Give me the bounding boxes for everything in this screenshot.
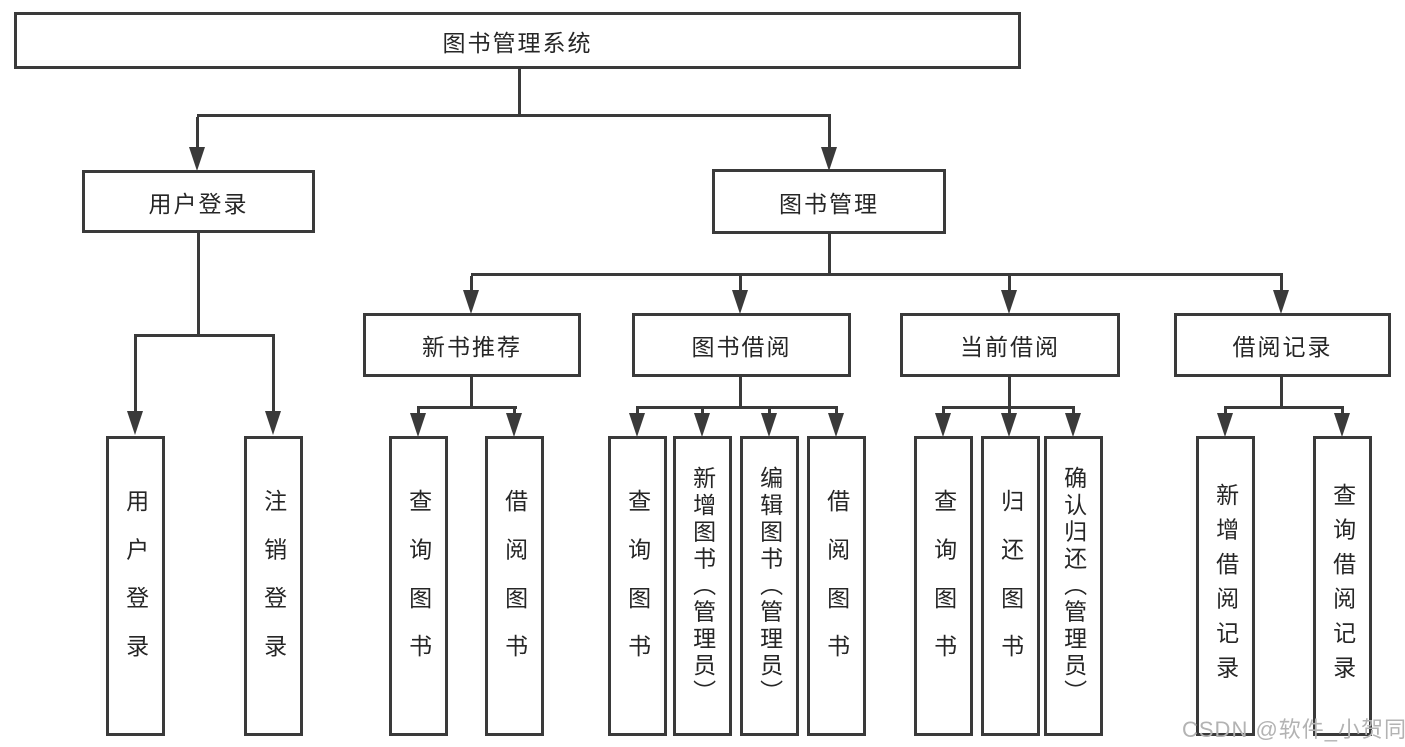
arrowhead-icon — [1334, 413, 1350, 437]
node-current-borrowing: 当前借阅 — [900, 313, 1120, 377]
leaf-logout: 注销登录 — [244, 436, 303, 736]
connector-line — [739, 276, 742, 292]
leaf-label: 借阅图书 — [823, 489, 850, 683]
connector-line — [196, 117, 199, 149]
arrowhead-icon — [828, 413, 844, 437]
connector-line — [197, 114, 831, 117]
leaf-label: 新增借阅记录 — [1212, 482, 1239, 690]
leaf-label: 新增图书（管理员） — [689, 465, 716, 707]
connector-line — [417, 409, 420, 415]
connector-line — [134, 337, 137, 412]
connector-line — [470, 276, 473, 292]
leaf-query-borrow-record: 查询借阅记录 — [1313, 436, 1372, 736]
connector-line — [1280, 276, 1283, 292]
connector-line — [134, 334, 275, 337]
connector-line — [942, 409, 945, 415]
arrowhead-icon — [821, 147, 837, 171]
node-user-login: 用户登录 — [82, 170, 315, 233]
connector-line — [1224, 406, 1344, 409]
arrowhead-icon — [127, 411, 143, 435]
leaf-borrow-books-recommend: 借阅图书 — [485, 436, 544, 736]
leaf-label: 用户登录 — [122, 489, 149, 683]
arrowhead-icon — [1065, 413, 1081, 437]
connector-line — [1008, 377, 1011, 408]
leaf-add-book-admin: 新增图书（管理员） — [673, 436, 732, 736]
node-new-book-recommendation: 新书推荐 — [363, 313, 581, 377]
connector-line — [470, 377, 473, 408]
leaf-label: 注销登录 — [260, 489, 287, 683]
leaf-label: 借阅图书 — [501, 489, 528, 683]
connector-line — [768, 409, 771, 415]
leaf-label: 编辑图书（管理员） — [756, 465, 783, 707]
connector-line — [518, 68, 521, 116]
connector-line — [636, 409, 639, 415]
node-library-management-system: 图书管理系统 — [14, 12, 1021, 69]
arrowhead-icon — [1001, 413, 1017, 437]
arrowhead-icon — [506, 413, 522, 437]
arrowhead-icon — [732, 290, 748, 314]
connector-line — [1008, 276, 1011, 292]
leaf-label: 归还图书 — [997, 489, 1024, 683]
leaf-label: 查询图书 — [624, 489, 651, 683]
leaf-user-login: 用户登录 — [106, 436, 165, 736]
leaf-query-books-current: 查询图书 — [914, 436, 973, 736]
arrowhead-icon — [189, 147, 205, 171]
connector-line — [942, 406, 1075, 409]
arrowhead-icon — [410, 413, 426, 437]
leaf-label: 查询图书 — [405, 489, 432, 683]
node-label: 图书借阅 — [691, 334, 792, 360]
connector-line — [828, 117, 831, 149]
node-label: 新书推荐 — [422, 334, 522, 360]
leaf-label: 确认归还（管理员） — [1060, 465, 1087, 707]
connector-line — [1072, 409, 1075, 415]
connector-line — [197, 233, 200, 336]
node-book-borrowing: 图书借阅 — [632, 313, 851, 377]
arrowhead-icon — [629, 413, 645, 437]
node-borrowing-records: 借阅记录 — [1174, 313, 1391, 377]
leaf-query-books-recommend: 查询图书 — [389, 436, 448, 736]
connector-line — [471, 273, 1283, 276]
connector-line — [739, 377, 742, 408]
connector-line — [701, 409, 704, 415]
arrowhead-icon — [265, 411, 281, 435]
node-label: 图书管理系统 — [442, 29, 593, 56]
node-book-management: 图书管理 — [712, 169, 946, 234]
arrowhead-icon — [1273, 290, 1289, 314]
arrowhead-icon — [761, 413, 777, 437]
arrowhead-icon — [694, 413, 710, 437]
connector-line — [513, 409, 516, 415]
leaf-add-borrow-record: 新增借阅记录 — [1196, 436, 1255, 736]
connector-line — [828, 234, 831, 276]
node-label: 用户登录 — [148, 190, 249, 217]
leaf-edit-book-admin: 编辑图书（管理员） — [740, 436, 799, 736]
leaf-label: 查询图书 — [930, 489, 957, 683]
node-label: 借阅记录 — [1232, 334, 1333, 360]
leaf-label: 查询借阅记录 — [1329, 482, 1356, 690]
arrowhead-icon — [463, 290, 479, 314]
connector-line — [272, 337, 275, 412]
arrowhead-icon — [935, 413, 951, 437]
connector-line — [835, 409, 838, 415]
arrowhead-icon — [1001, 290, 1017, 314]
leaf-confirm-return-admin: 确认归还（管理员） — [1044, 436, 1103, 736]
node-label: 图书管理 — [779, 190, 879, 217]
connector-line — [1280, 377, 1283, 408]
node-label: 当前借阅 — [960, 334, 1060, 360]
connector-line — [1224, 409, 1227, 415]
connector-line — [1341, 409, 1344, 415]
connector-line — [1008, 409, 1011, 415]
connector-line — [636, 406, 838, 409]
leaf-query-books-borrowing: 查询图书 — [608, 436, 667, 736]
leaf-return-books: 归还图书 — [981, 436, 1040, 736]
leaf-borrow-books-borrowing: 借阅图书 — [807, 436, 866, 736]
arrowhead-icon — [1217, 413, 1233, 437]
watermark: CSDN @软件_小贺同学 — [1182, 717, 1405, 742]
connector-line — [417, 406, 517, 409]
